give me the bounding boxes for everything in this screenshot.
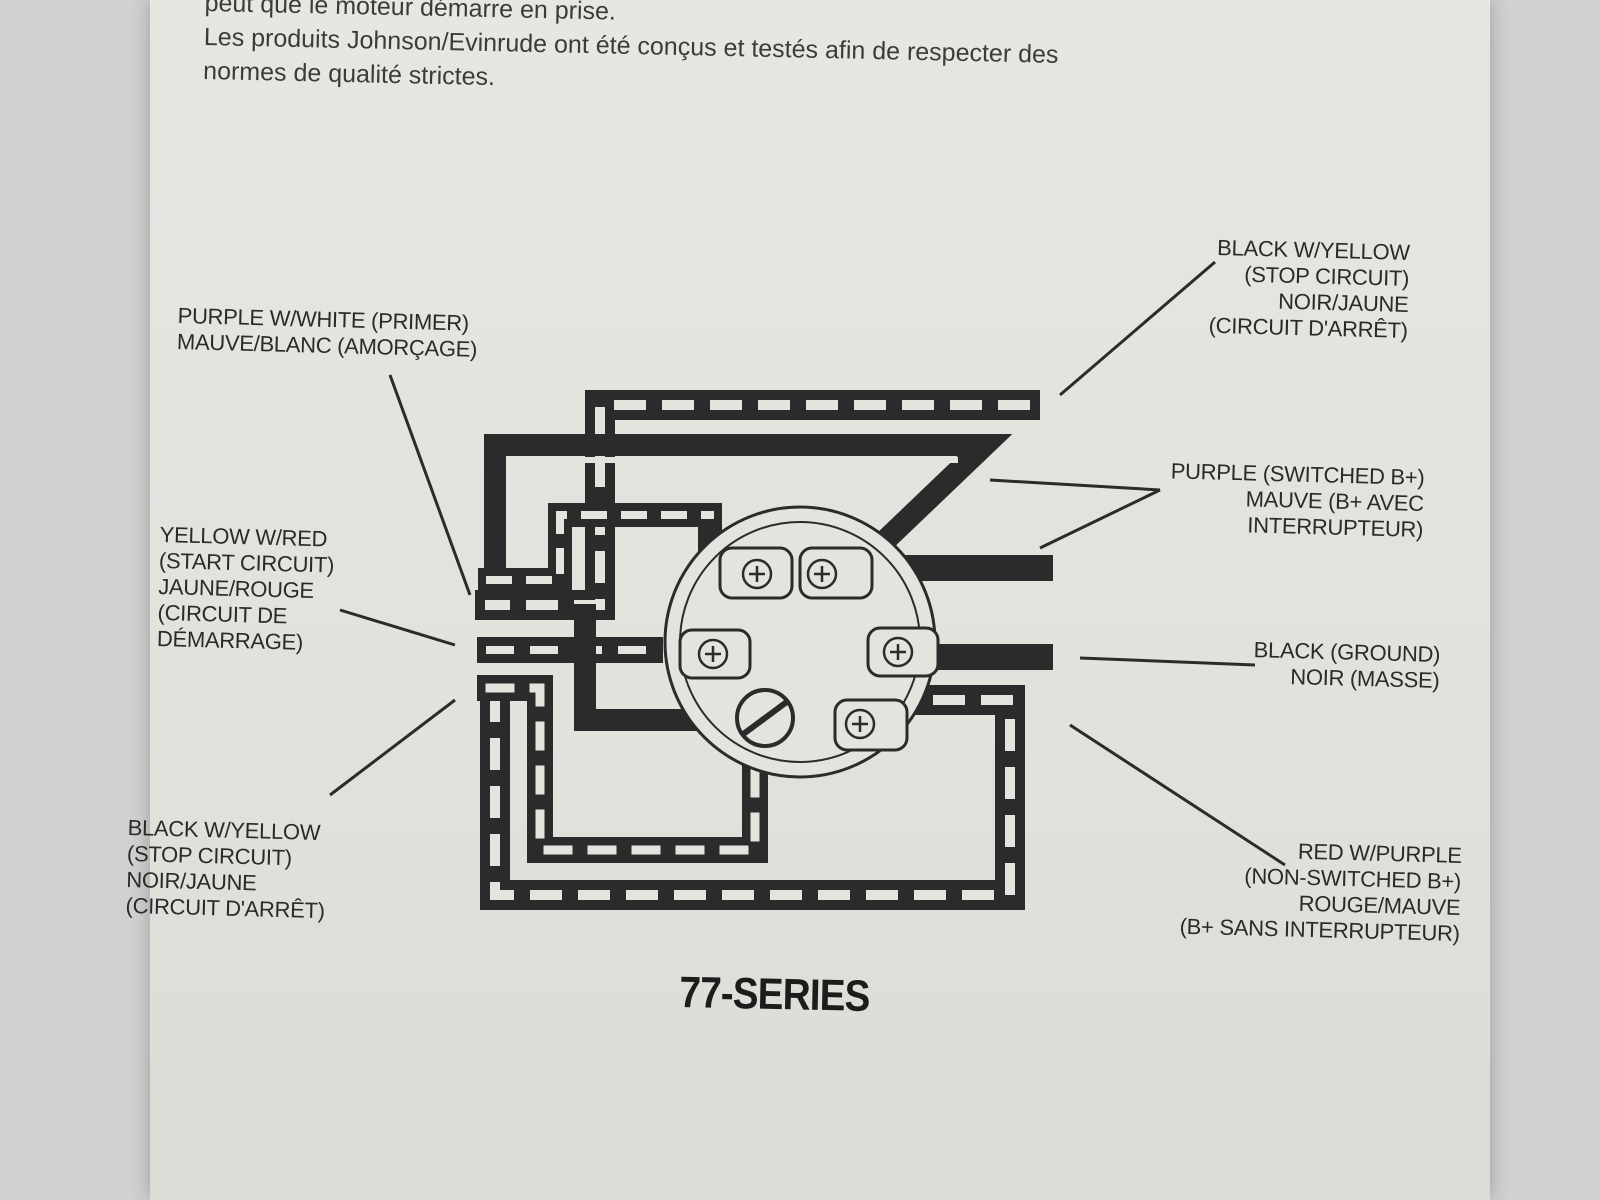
label-yellow-red: YELLOW W/RED (START CIRCUIT) JAUNE/ROUGE…	[157, 522, 336, 657]
label-line: (CIRCUIT D'ARRÊT)	[1208, 312, 1408, 343]
leader-switched-a	[989, 478, 1161, 492]
leader-switched-b	[1039, 488, 1161, 550]
label-black-yellow-right: BLACK W/YELLOW (STOP CIRCUIT) NOIR/JAUNE…	[1208, 235, 1410, 344]
leader-stop-left	[329, 698, 456, 797]
label-line: DÉMARRAGE)	[156, 625, 304, 655]
label-line: NOIR (MASSE)	[1289, 664, 1440, 693]
label-purple: PURPLE (SWITCHED B+) MAUVE (B+ AVEC INTE…	[1169, 458, 1425, 543]
leader-primer	[388, 374, 472, 596]
wire-primer	[484, 434, 1013, 571]
leader-nonswitched	[1069, 723, 1286, 867]
leader-ground	[1079, 656, 1256, 667]
leader-stop-right	[1059, 260, 1216, 397]
label-line: BLACK W/YELLOW	[1216, 234, 1410, 265]
label-red-purple: RED W/PURPLE (NON-SWITCHED B+) ROUGE/MAU…	[1179, 836, 1462, 947]
label-purple-white: PURPLE W/WHITE (PRIMER) MAUVE/BLANC (AMO…	[177, 303, 478, 363]
wire-inner-loop	[477, 675, 768, 863]
series-title: 77-SERIES	[678, 968, 871, 1021]
label-black-yellow-left: BLACK W/YELLOW (STOP CIRCUIT) NOIR/JAUNE…	[125, 815, 327, 924]
label-black-ground: BLACK (GROUND) NOIR (MASSE)	[1252, 637, 1440, 694]
ignition-switch	[663, 505, 940, 779]
label-line: (CIRCUIT D'ARRÊT)	[125, 892, 326, 924]
label-line: BLACK (GROUND)	[1252, 637, 1440, 667]
leader-start	[339, 608, 456, 647]
